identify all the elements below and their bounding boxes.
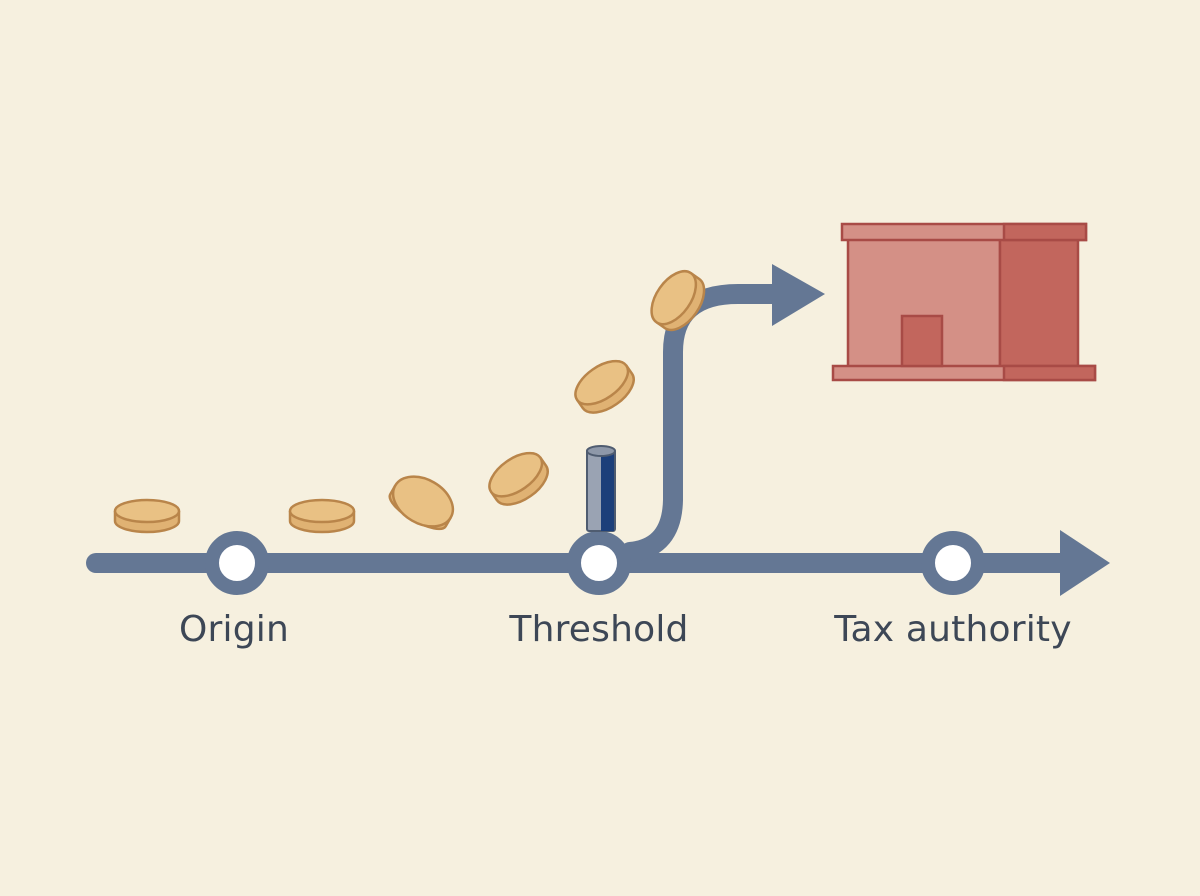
diverted-branch-arrowhead-icon — [772, 264, 825, 326]
coin-icon — [388, 475, 455, 531]
building-icon — [831, 222, 1097, 382]
threshold-post-icon — [586, 445, 616, 532]
coin-icon — [488, 451, 549, 506]
node-threshold — [567, 531, 631, 595]
node-label-tax-authority: Tax authority — [834, 609, 1072, 650]
coin-icon — [113, 498, 181, 534]
coin-icon — [574, 359, 635, 414]
node-label-origin: Origin — [178, 609, 289, 650]
coin-icon — [288, 498, 356, 534]
diverted-branch-track — [620, 284, 800, 562]
node-origin — [205, 531, 269, 595]
coin-icon — [650, 270, 706, 332]
main-track-arrowhead-icon — [1060, 530, 1110, 596]
node-label-threshold: Threshold — [509, 609, 689, 650]
node-tax-authority — [921, 531, 985, 595]
